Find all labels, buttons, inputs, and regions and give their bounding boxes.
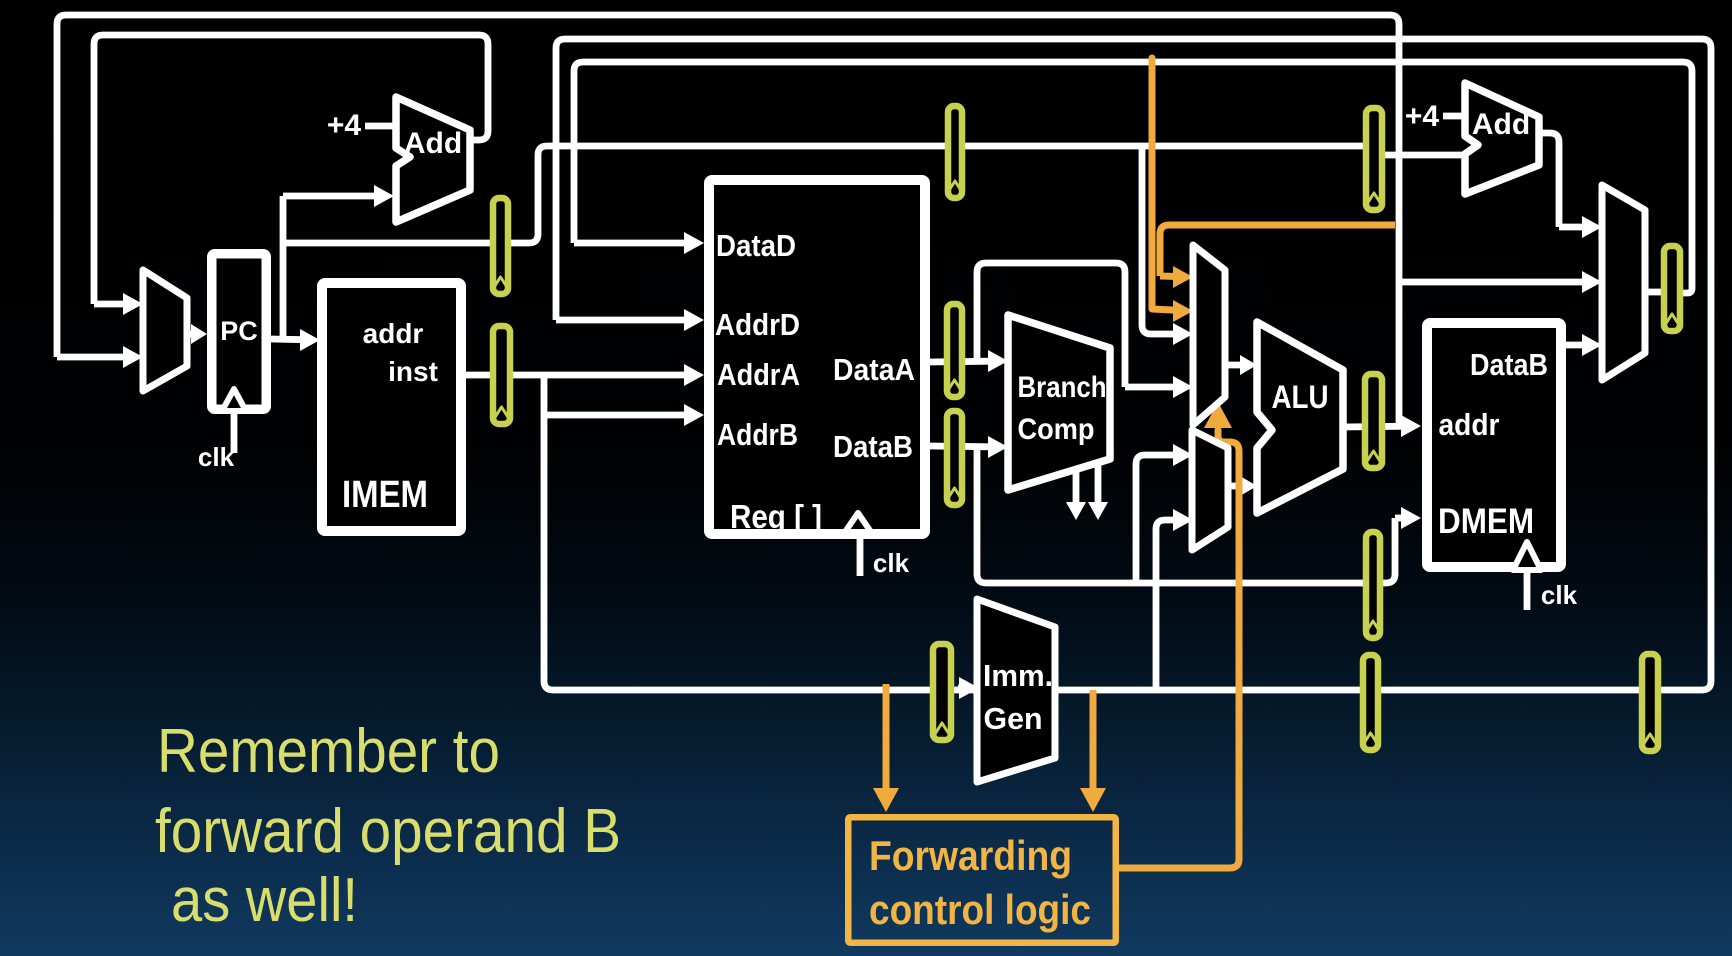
svg-text:Reg [ ]: Reg [ ] xyxy=(730,498,822,535)
svg-text:Add: Add xyxy=(404,127,462,160)
svg-text:IMEM: IMEM xyxy=(342,474,428,516)
svg-text:Branch: Branch xyxy=(1018,371,1107,404)
svg-text:AddrB: AddrB xyxy=(717,417,798,452)
svg-text:Comp: Comp xyxy=(1018,413,1095,446)
svg-text:DataD: DataD xyxy=(716,228,796,263)
svg-text:DMEM: DMEM xyxy=(1438,502,1534,541)
svg-text:forward operand B: forward operand B xyxy=(155,797,621,866)
svg-text:clk: clk xyxy=(1541,580,1578,610)
svg-text:inst: inst xyxy=(388,356,438,387)
svg-text:addr: addr xyxy=(363,318,424,349)
svg-text:addr: addr xyxy=(1439,407,1500,442)
svg-text:clk: clk xyxy=(873,548,910,578)
svg-text:Imm.: Imm. xyxy=(983,658,1053,693)
svg-text:ALU: ALU xyxy=(1272,379,1329,415)
svg-text:control logic: control logic xyxy=(869,886,1091,933)
svg-text:Gen: Gen xyxy=(984,701,1043,736)
svg-text:DataB: DataB xyxy=(1470,347,1548,382)
svg-text:+4: +4 xyxy=(327,109,362,142)
svg-text:Add: Add xyxy=(1472,108,1530,141)
svg-text:Remember to: Remember to xyxy=(157,717,500,786)
svg-text:AddrD: AddrD xyxy=(715,307,800,342)
svg-text:as well!: as well! xyxy=(171,866,358,935)
svg-text:PC: PC xyxy=(220,316,258,346)
svg-text:DataB: DataB xyxy=(833,429,913,464)
svg-text:DataA: DataA xyxy=(833,352,915,387)
svg-text:clk: clk xyxy=(198,442,235,472)
svg-text:+4: +4 xyxy=(1405,100,1440,133)
svg-text:Forwarding: Forwarding xyxy=(869,832,1072,879)
svg-text:AddrA: AddrA xyxy=(717,357,800,392)
